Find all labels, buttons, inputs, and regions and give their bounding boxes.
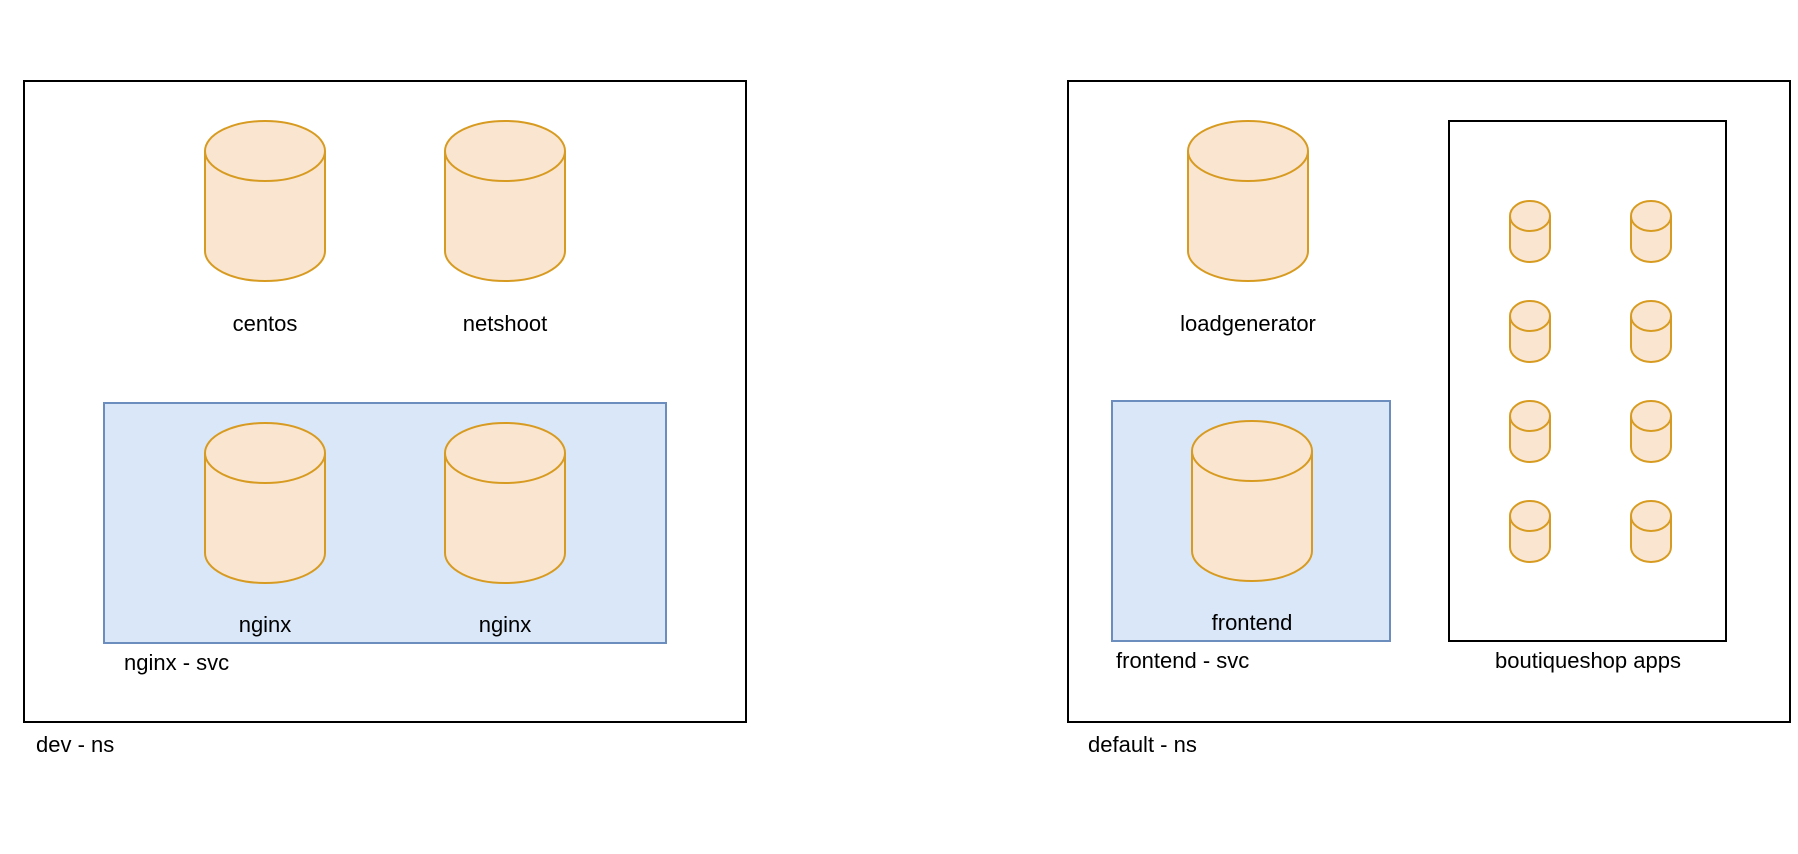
service-frontend-label: frontend - svc [1116,648,1249,673]
apps-group-boutiqueshop[interactable]: boutiqueshop apps [1448,120,1727,673]
pod-frontend-cylinder [1191,420,1313,582]
apps-group-box [1448,120,1727,642]
app-pod-7[interactable] [1509,500,1551,563]
pod-centos-cylinder [204,120,326,282]
app-pod-5[interactable] [1509,400,1551,463]
namespace-dev[interactable]: dev - ns centos netshoot nginx nginx ngi… [23,80,747,757]
pod-centos[interactable]: centos [204,120,326,336]
service-nginx[interactable]: nginx nginx [103,402,667,644]
service-nginx-label: nginx - svc [124,650,229,675]
pod-nginx-2-label: nginx [479,612,532,637]
apps-group-label: boutiqueshop apps [1495,648,1681,673]
pod-loadgenerator-cylinder [1187,120,1309,282]
service-nginx-box [103,402,667,644]
pod-nginx-1-label: nginx [239,612,292,637]
app-pod-8[interactable] [1630,500,1672,563]
namespace-default-label: default - ns [1088,732,1197,757]
pod-loadgenerator[interactable]: loadgenerator [1180,120,1316,336]
namespace-default[interactable]: default - ns loadgenerator frontend fron… [1067,80,1791,757]
pod-netshoot-cylinder [444,120,566,282]
pod-netshoot-label: netshoot [463,311,547,336]
pod-nginx-1[interactable]: nginx [204,422,326,637]
pod-frontend-label: frontend [1212,610,1293,635]
app-pod-1[interactable] [1509,200,1551,263]
pod-nginx-2-cylinder [444,422,566,584]
pod-nginx-1-cylinder [204,422,326,584]
service-frontend[interactable]: frontend [1111,400,1391,642]
app-pod-3[interactable] [1509,300,1551,363]
pod-loadgenerator-label: loadgenerator [1180,311,1316,336]
app-pod-4[interactable] [1630,300,1672,363]
app-pod-2[interactable] [1630,200,1672,263]
pod-centos-label: centos [233,311,298,336]
pod-frontend[interactable]: frontend [1191,420,1313,635]
pod-netshoot[interactable]: netshoot [444,120,566,336]
app-pod-6[interactable] [1630,400,1672,463]
pod-nginx-2[interactable]: nginx [444,422,566,637]
namespace-dev-label: dev - ns [36,732,114,757]
